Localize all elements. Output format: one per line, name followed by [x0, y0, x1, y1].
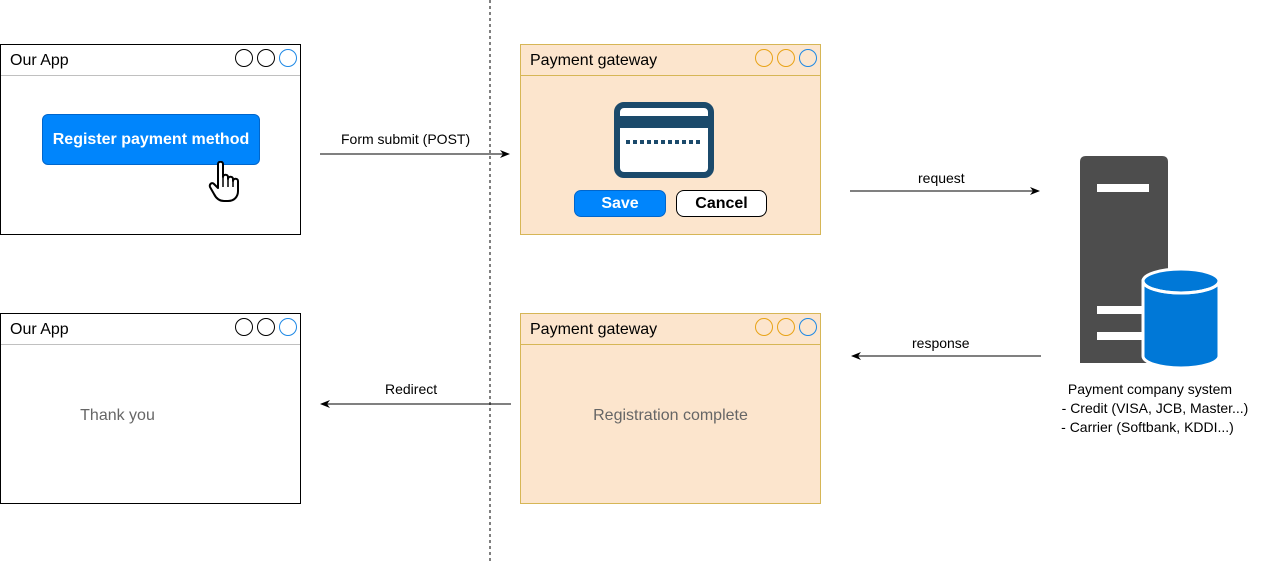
window-controls [755, 318, 817, 336]
circle-icon[interactable] [235, 49, 253, 67]
top-app-titlebar: Our App [1, 45, 300, 76]
circle-icon[interactable] [755, 318, 773, 336]
form-submit-label: Form submit (POST) [341, 131, 471, 147]
top-gateway-titlebar: Payment gateway [521, 45, 820, 76]
top-gateway-title: Payment gateway [530, 52, 658, 69]
payment-system-carrier: - Carrier (Softbank, KDDI...) [1061, 419, 1234, 435]
response-label: response [912, 335, 970, 351]
circle-icon[interactable] [755, 49, 773, 67]
circle-icon[interactable] [279, 318, 297, 336]
cancel-button[interactable]: Cancel [676, 190, 767, 217]
save-button[interactable]: Save [574, 190, 666, 217]
circle-icon[interactable] [257, 49, 275, 67]
top-app-title: Our App [10, 52, 69, 69]
bottom-app-title: Our App [10, 321, 69, 338]
bottom-gateway-title: Payment gateway [530, 321, 658, 338]
redirect-label: Redirect [385, 381, 438, 397]
window-controls [755, 49, 817, 67]
bottom-app-window: Our App Thank you [0, 313, 301, 504]
circle-icon[interactable] [235, 318, 253, 336]
bottom-gateway-titlebar: Payment gateway [521, 314, 820, 345]
window-controls [235, 49, 297, 67]
credit-card-icon [614, 102, 714, 178]
register-payment-method-button[interactable]: Register payment method [42, 114, 260, 165]
payment-system-title: Payment company system [1067, 381, 1233, 397]
bottom-app-titlebar: Our App [1, 314, 300, 345]
circle-icon[interactable] [777, 318, 795, 336]
circle-icon[interactable] [799, 49, 817, 67]
top-gateway-window: Payment gateway Save Cancel [520, 44, 821, 235]
circle-icon[interactable] [279, 49, 297, 67]
hand-pointer-icon [208, 161, 239, 202]
database-icon [1141, 267, 1221, 370]
circle-icon[interactable] [257, 318, 275, 336]
thank-you-message: Thank you [80, 407, 155, 424]
bottom-gateway-window: Payment gateway Registration complete [520, 313, 821, 504]
window-controls [235, 318, 297, 336]
registration-complete-message: Registration complete [593, 407, 748, 424]
request-label: request [918, 170, 965, 186]
circle-icon[interactable] [777, 49, 795, 67]
top-app-window: Our App Register payment method [0, 44, 301, 235]
circle-icon[interactable] [799, 318, 817, 336]
payment-system-credit: - Credit (VISA, JCB, Master...) [1061, 400, 1249, 416]
